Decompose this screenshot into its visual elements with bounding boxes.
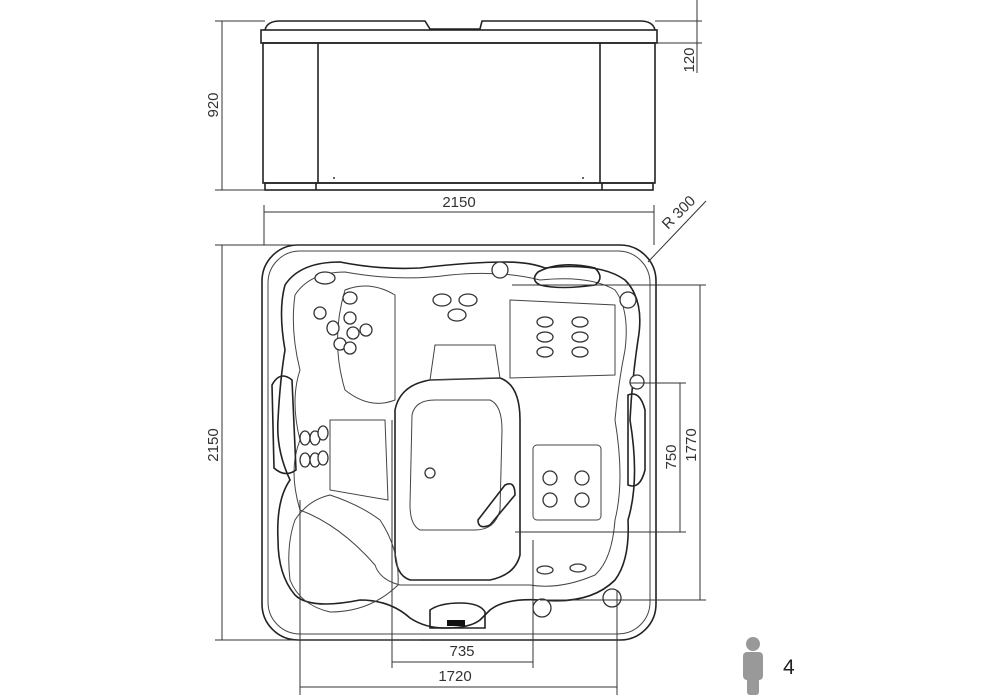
skimmer (429, 602, 486, 629)
dimension-735: 735 (391, 420, 534, 668)
inner-length-label: 1770 (683, 428, 700, 461)
height-label: 920 (205, 92, 222, 117)
dimension-120: 120 (655, 0, 702, 73)
radius-label: R 300 (659, 193, 699, 233)
front-view (260, 20, 658, 191)
cabinet-body (262, 42, 656, 184)
lounger-seat (288, 494, 399, 613)
outer-shell (261, 244, 657, 641)
rim-lip (260, 29, 658, 44)
dimension-1770: 1770 (512, 284, 706, 601)
person-icon (743, 637, 763, 695)
base-skirt (264, 182, 654, 191)
dimension-920: 920 (205, 20, 265, 191)
depth-label: 2150 (205, 428, 222, 461)
dimension-2150-width: 2150 (263, 194, 655, 245)
width-label: 2150 (442, 194, 475, 211)
capacity-count: 4 (783, 656, 795, 679)
footwell-label: 735 (449, 643, 474, 660)
footwell (394, 377, 521, 581)
cover-outline (264, 20, 656, 31)
top-view (261, 244, 657, 641)
lip-label: 120 (681, 47, 698, 72)
dimension-1720: 1720 (299, 500, 618, 695)
jets (299, 261, 645, 618)
seat-label: 750 (663, 444, 680, 469)
seat-jets-panel (532, 444, 602, 521)
dimension-2150-depth: 2150 (205, 244, 420, 641)
dimension-750: 750 (515, 382, 686, 533)
inner-width-label: 1720 (438, 668, 471, 685)
dimension-radius: R 300 (647, 193, 707, 263)
